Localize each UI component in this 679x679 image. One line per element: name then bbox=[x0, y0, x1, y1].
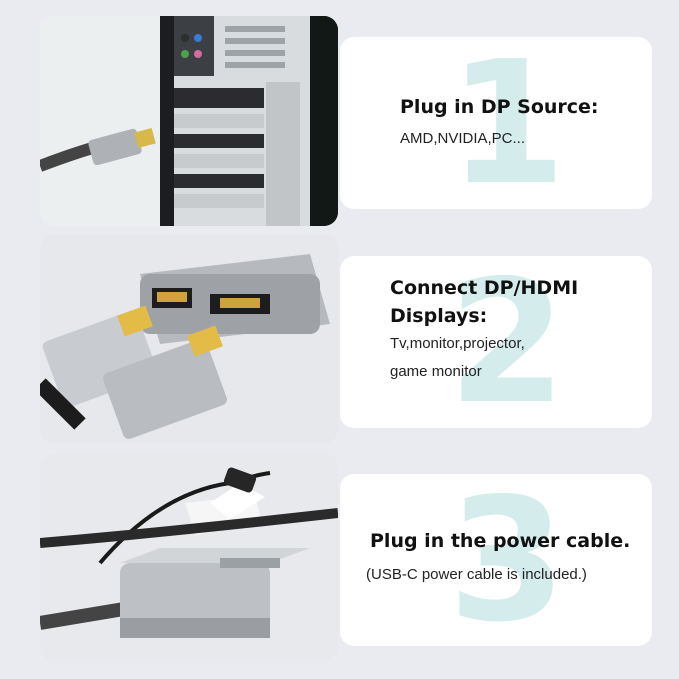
step-1-photo bbox=[40, 16, 338, 226]
step-1-subtitle: AMD,NVIDIA,PC... bbox=[400, 130, 526, 147]
step-2-title-line-1: Connect DP/HDMI bbox=[390, 277, 579, 299]
step-2-photo bbox=[40, 234, 338, 443]
step-3-subtitle: (USB-C power cable is included.) bbox=[366, 566, 587, 583]
splitter-illustration bbox=[40, 234, 338, 443]
step-1-title: Plug in DP Source: bbox=[400, 96, 599, 118]
step-1-card: 1 Plug in DP Source: AMD,NVIDIA,PC... bbox=[340, 37, 652, 209]
step-3-card: 3 Plug in the power cable. (USB-C power … bbox=[340, 474, 652, 646]
power-cable-illustration bbox=[40, 453, 338, 661]
step-2-card: 2 Connect DP/HDMI Displays: Tv,monitor,p… bbox=[340, 256, 652, 428]
step-3-title: Plug in the power cable. bbox=[370, 530, 631, 552]
step-2-title-line-2: Displays: bbox=[390, 305, 488, 327]
step-2-number: 2 bbox=[448, 256, 567, 428]
step-1-number: 1 bbox=[448, 37, 567, 209]
step-3-number: 3 bbox=[448, 474, 567, 646]
step-2-subtitle-line-2: game monitor bbox=[390, 363, 482, 380]
step-3-photo bbox=[40, 453, 338, 661]
pc-case-illustration bbox=[40, 16, 338, 226]
step-2-subtitle-line-1: Tv,monitor,projector, bbox=[390, 335, 525, 352]
